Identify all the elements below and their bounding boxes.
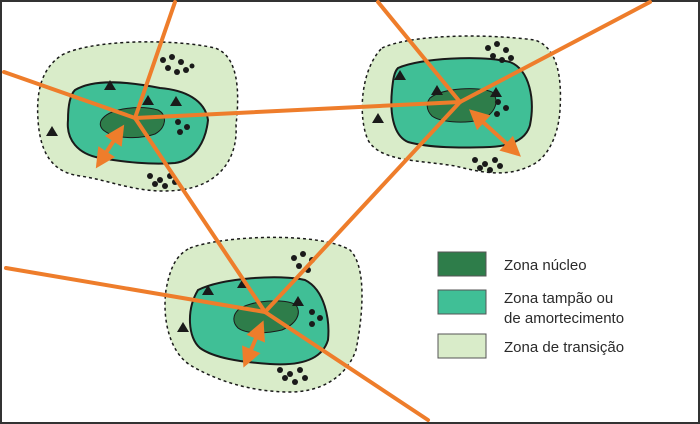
triangle-marker bbox=[202, 285, 214, 295]
legend-swatch-transition bbox=[437, 333, 487, 359]
legend-label-transition: Zona de transição bbox=[504, 339, 624, 356]
double-arrow bbox=[469, 109, 521, 157]
corridor-line bbox=[458, 0, 652, 104]
triangle-marker bbox=[46, 126, 58, 136]
triangle-marker bbox=[292, 296, 304, 306]
triangle-marker bbox=[394, 70, 406, 80]
corridor-line bbox=[133, 0, 177, 120]
legend-label-core: Zona núcleo bbox=[504, 257, 587, 274]
corridor-line bbox=[4, 266, 267, 314]
corridor-line bbox=[263, 100, 462, 314]
corridor-line bbox=[376, 0, 462, 104]
legend-label-buffer-line1: Zona tampão ou bbox=[504, 290, 613, 307]
corridor-lines bbox=[2, 0, 652, 422]
triangle-marker bbox=[372, 113, 384, 123]
triangle-marker bbox=[431, 85, 443, 95]
double-arrow bbox=[242, 320, 265, 368]
corridor-line bbox=[133, 100, 462, 120]
corridor-line bbox=[133, 116, 267, 314]
triangle-marker bbox=[177, 322, 189, 332]
double-arrow bbox=[95, 124, 125, 169]
triangle-marker bbox=[490, 87, 502, 97]
triangle-marker bbox=[142, 95, 154, 105]
legend: Zona núcleo Zona tampão ou de amortecime… bbox=[437, 251, 624, 359]
triangle-marker bbox=[104, 80, 116, 90]
triangle-marker bbox=[170, 96, 182, 106]
corridor-line bbox=[263, 310, 430, 422]
legend-swatch-core bbox=[437, 251, 487, 277]
zone-arrows bbox=[95, 109, 521, 368]
legend-swatch-buffer bbox=[437, 289, 487, 315]
dot-cluster bbox=[147, 54, 195, 189]
legend-label-buffer-line2: de amortecimento bbox=[504, 310, 624, 327]
corridor-line bbox=[2, 70, 137, 120]
